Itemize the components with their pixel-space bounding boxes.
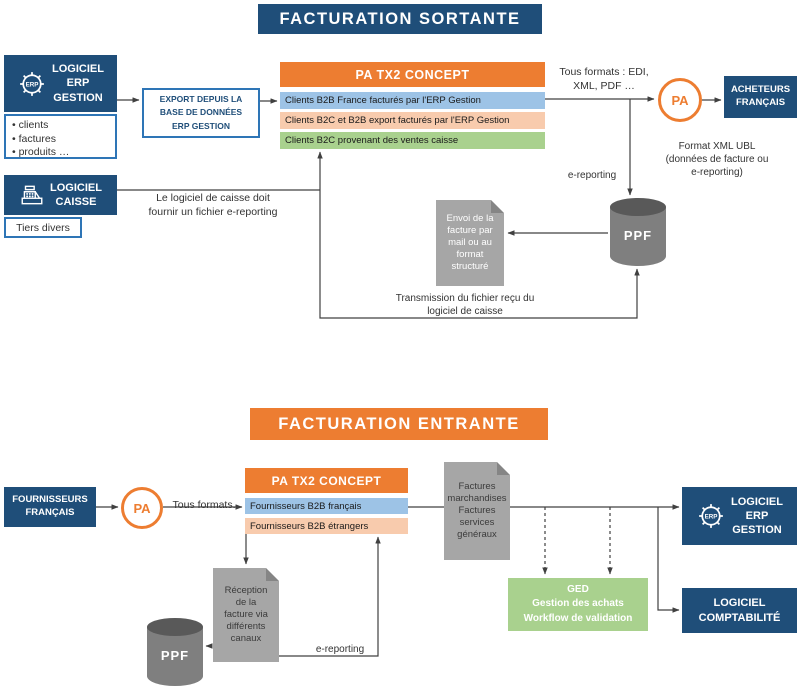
ged-box: GED Gestion des achats Workflow de valid… — [508, 578, 648, 631]
envoi-facture-document: Envoi de la facture par mail ou au forma… — [436, 200, 504, 286]
list-item: clients — [12, 119, 109, 133]
logiciel-comptabilite-box: LOGICIEL COMPTABILITÉ — [682, 588, 797, 633]
factures-document-text: Factures marchandises Factures services … — [447, 481, 507, 540]
ppf-database-entrante: PPF — [147, 618, 203, 686]
cylinder-body — [610, 207, 666, 266]
e-reporting-label-entrante: e-reporting — [315, 644, 365, 655]
client-row-ventes-caisse: Clients B2C provenant des ventes caisse — [280, 132, 545, 149]
sortante-title: FACTURATION SORTANTE — [258, 4, 542, 34]
caisse-box-label: LOGICIEL CAISSE — [50, 181, 102, 208]
reception-facture-text: Réception de la facture via différents c… — [224, 585, 268, 644]
pa-circle-entrante: PA — [121, 487, 163, 529]
cash-register-icon — [19, 182, 45, 208]
erp-data-list: clients factures produits … — [4, 114, 117, 159]
factures-document: Factures marchandises Factures services … — [444, 462, 510, 560]
acheteurs-francais-box: ACHETEURS FRANÇAIS — [724, 76, 797, 118]
e-reporting-label-sortante: e-reporting — [567, 170, 617, 181]
erp-gear-icon: ERP — [17, 69, 47, 99]
ppf-label: PPF — [160, 648, 190, 663]
client-row-b2b-france: Clients B2B France facturés par l'ERP Ge… — [280, 92, 545, 109]
entrante-title: FACTURATION ENTRANTE — [250, 408, 548, 440]
fournisseur-row-francais: Fournisseurs B2B français — [245, 498, 408, 514]
cylinder-body — [147, 627, 203, 686]
patx2-header-entrante: PA TX2 CONCEPT — [245, 468, 408, 493]
svg-text:ERP: ERP — [705, 514, 718, 521]
fournisseurs-francais-box: FOURNISSEURS FRANÇAIS — [4, 487, 96, 527]
transmission-note: Transmission du fichier reçu du logiciel… — [395, 293, 535, 317]
svg-text:ERP: ERP — [26, 81, 39, 88]
ppf-label: PPF — [623, 228, 653, 243]
tous-formats-note-entrante: Tous formats. — [172, 499, 236, 511]
erp-gear-icon: ERP — [696, 501, 726, 531]
pa-circle-sortante: PA — [658, 78, 702, 122]
cylinder-top — [610, 198, 666, 216]
caisse-ereporting-note: Le logiciel de caisse doit fournir un fi… — [148, 192, 278, 218]
envoi-facture-text: Envoi de la facture par mail ou au forma… — [446, 213, 494, 272]
list-item: factures — [12, 133, 109, 147]
tiers-divers-box: Tiers divers — [4, 217, 82, 238]
export-erp-note: EXPORT DEPUIS LA BASE DE DONNÉES ERP GES… — [142, 88, 260, 138]
ppf-database-sortante: PPF — [610, 198, 666, 266]
logiciel-erp-gestion-box-entrante: ERP LOGICIEL ERP GESTION — [682, 487, 797, 545]
erp-box-label-entrante: LOGICIEL ERP GESTION — [731, 495, 783, 537]
patx2-header-sortante: PA TX2 CONCEPT — [280, 62, 545, 87]
format-xml-ubl-note: Format XML UBL (données de facture ou e-… — [665, 141, 769, 178]
tous-formats-note-sortante: Tous formats : EDI, XML, PDF … — [559, 66, 649, 92]
erp-box-label: LOGICIEL ERP GESTION — [52, 63, 104, 104]
logiciel-caisse-box: LOGICIEL CAISSE — [4, 175, 117, 215]
list-item: produits … — [12, 146, 109, 160]
fournisseur-row-etrangers: Fournisseurs B2B étrangers — [245, 518, 408, 534]
cylinder-top — [147, 618, 203, 636]
client-row-b2c-export: Clients B2C et B2B export facturés par l… — [280, 112, 545, 129]
reception-facture-document: Réception de la facture via différents c… — [213, 568, 279, 662]
logiciel-erp-gestion-box: ERP LOGICIEL ERP GESTION — [4, 55, 117, 112]
